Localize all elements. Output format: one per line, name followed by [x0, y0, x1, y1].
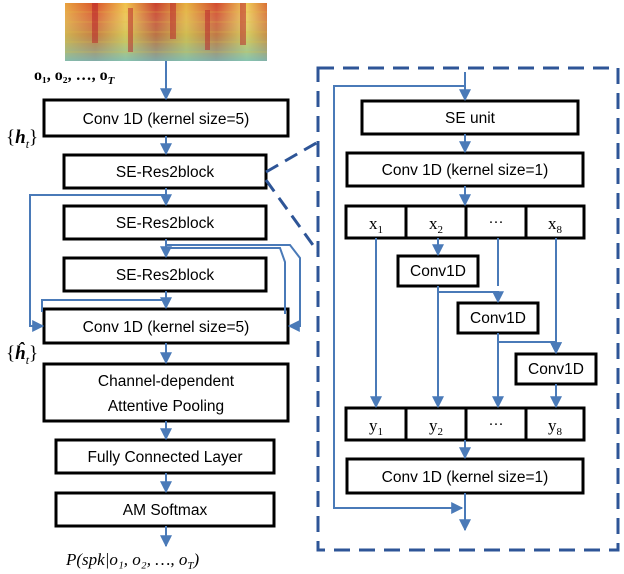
- svg-text:SE unit: SE unit: [445, 110, 496, 127]
- inner-conv1d-1: Conv1D: [396, 254, 480, 288]
- svg-text:Conv1D: Conv1D: [528, 361, 584, 378]
- svg-text:SE-Res2block: SE-Res2block: [116, 215, 214, 232]
- x-cell-8: x8: [548, 214, 563, 236]
- svg-text:Conv 1D (kernel size=5): Conv 1D (kernel size=5): [83, 111, 250, 128]
- attentive-pooling-box: Channel-dependent Attentive Pooling: [42, 362, 290, 423]
- se-res2block-3: SE-Res2block: [62, 256, 268, 293]
- inner-conv1d-2: Conv1D: [456, 301, 540, 335]
- svg-text:Conv1D: Conv1D: [470, 310, 526, 327]
- right-panel-arrows: [333, 72, 562, 532]
- output-probability-label: P(spk|o₁, o₂, …, oT): [65, 550, 199, 572]
- svg-text:Fully Connected Layer: Fully Connected Layer: [87, 449, 242, 466]
- y-cell-8: y8: [548, 416, 563, 438]
- fully-connected-box: Fully Connected Layer: [54, 438, 276, 475]
- x-cell-1: x1: [369, 214, 383, 236]
- conv1d-k1-top-box: Conv 1D (kernel size=1): [345, 151, 585, 188]
- se-res2block-1: SE-Res2block: [62, 153, 268, 190]
- conv1d-aggregation-box: Conv 1D (kernel size=5): [42, 307, 290, 345]
- svg-text:SE-Res2block: SE-Res2block: [116, 267, 214, 284]
- svg-text:Conv1D: Conv1D: [410, 263, 466, 280]
- x-split-row: x1 x2 ··· x8: [344, 204, 586, 240]
- x-cell-2: x2: [429, 214, 443, 236]
- y-cell-2: y2: [429, 416, 443, 438]
- se-res2block-2: SE-Res2block: [62, 204, 268, 241]
- conv1d-k1-bottom-box: Conv 1D (kernel size=1): [345, 457, 585, 495]
- svg-text:Conv 1D (kernel size=1): Conv 1D (kernel size=1): [382, 162, 549, 179]
- se-unit-box: SE unit: [360, 99, 580, 136]
- svg-text:SE-Res2block: SE-Res2block: [116, 164, 214, 181]
- skip-connections: [29, 194, 301, 332]
- y-concat-row: y1 y2 ··· y8: [344, 406, 586, 442]
- svg-text:Attentive Pooling: Attentive Pooling: [108, 398, 224, 415]
- inner-conv1d-3: Conv1D: [514, 352, 598, 386]
- spectrogram-image: [65, 3, 267, 61]
- h-t-annotation: {ht}: [6, 127, 38, 151]
- svg-text:AM Softmax: AM Softmax: [123, 502, 208, 519]
- h-hat-t-annotation: {ĥt}: [6, 342, 38, 367]
- zoom-connectors: [264, 140, 320, 253]
- svg-text:Conv 1D (kernel size=5): Conv 1D (kernel size=5): [83, 319, 250, 336]
- se-res2block-detail-frame: [316, 66, 620, 552]
- input-sequence-label: o₁, o₂, …, oT: [34, 67, 116, 87]
- y-cell-ellipsis: ···: [489, 417, 504, 433]
- x-cell-ellipsis: ···: [489, 215, 504, 231]
- svg-text:Channel-dependent: Channel-dependent: [98, 373, 235, 390]
- svg-text:Conv 1D (kernel size=1): Conv 1D (kernel size=1): [382, 469, 549, 486]
- y-cell-1: y1: [369, 416, 383, 438]
- conv1d-input-box: Conv 1D (kernel size=5): [42, 98, 290, 138]
- am-softmax-box: AM Softmax: [54, 491, 276, 528]
